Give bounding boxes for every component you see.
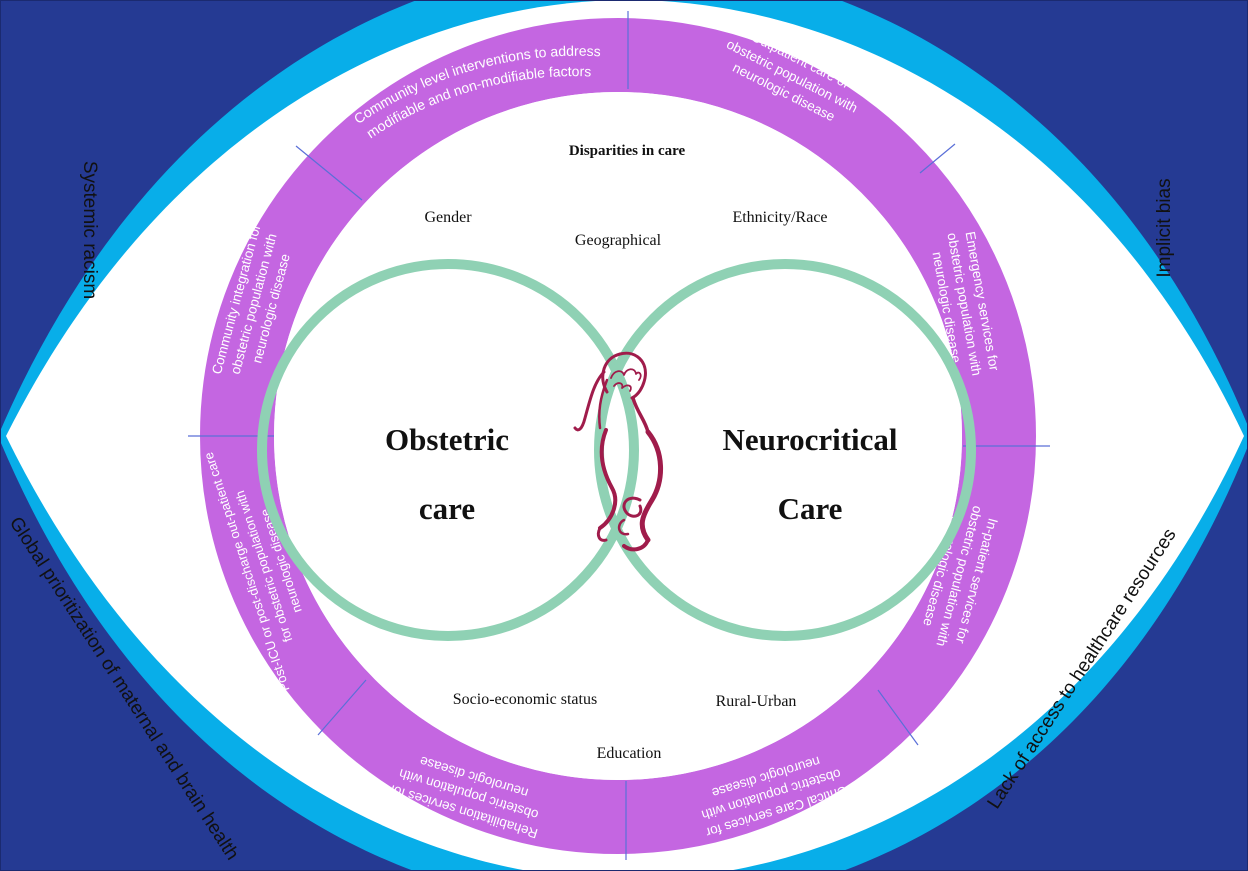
venn-left-line1: Obstetric bbox=[385, 422, 509, 457]
venn-left-line2: care bbox=[419, 491, 475, 526]
factor-socioeconomic: Socio-economic status bbox=[453, 691, 597, 708]
factor-ethnicity: Ethnicity/Race bbox=[732, 209, 827, 226]
factor-gender: Gender bbox=[424, 209, 472, 226]
venn-right-line1: Neurocritical bbox=[722, 422, 897, 457]
label-systemic-racism: Systemic racism bbox=[79, 161, 100, 299]
factor-geographical: Geographical bbox=[575, 232, 662, 249]
venn-right-line2: Care bbox=[778, 491, 843, 526]
ring-dividers bbox=[188, 11, 1050, 860]
label-implicit-bias: Implicit bias bbox=[1154, 178, 1175, 277]
venn-circle-neurocritical bbox=[594, 259, 976, 641]
factor-education: Education bbox=[597, 745, 662, 762]
pregnant-woman-brain-icon bbox=[573, 351, 664, 552]
disparities-heading: Disparities in care bbox=[569, 143, 686, 159]
factor-rural-urban: Rural-Urban bbox=[716, 693, 797, 710]
venn-circle-obstetric bbox=[257, 259, 639, 641]
